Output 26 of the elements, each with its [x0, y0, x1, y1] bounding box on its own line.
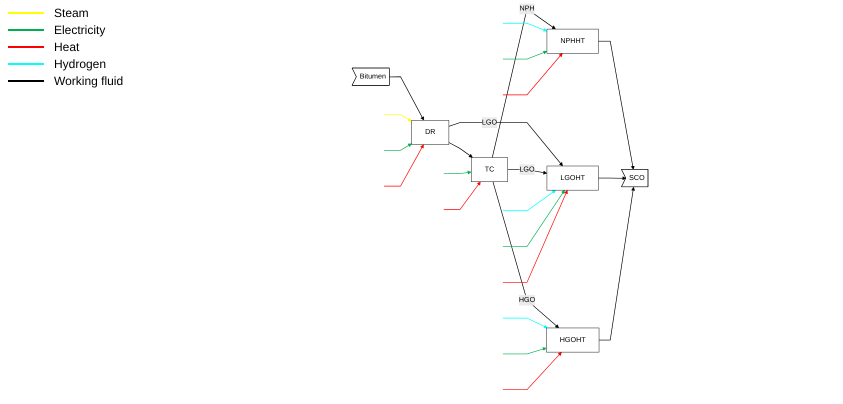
legend-label: Hydrogen: [54, 56, 106, 70]
arrow: [448, 142, 473, 158]
arrow: [598, 176, 626, 180]
arrow: [443, 170, 472, 174]
arrow: [502, 190, 565, 247]
arrow: [384, 144, 424, 186]
arrow: [492, 181, 559, 328]
arrow: [502, 318, 548, 328]
arrow: [598, 40, 635, 170]
arrow: [502, 190, 568, 283]
arrow: [502, 352, 562, 390]
legend-label: Working fluid: [54, 74, 124, 88]
arrow: [502, 347, 547, 354]
arrow: [389, 76, 424, 121]
arrow: [502, 50, 548, 60]
legend-label: Electricity: [54, 22, 106, 36]
arrow: [384, 114, 412, 122]
arrow: [502, 190, 556, 212]
legend-label: Steam: [54, 6, 89, 20]
arrow: [384, 143, 412, 151]
arrow: [448, 122, 563, 166]
legend-label: Heat: [54, 40, 80, 54]
arrow: [502, 22, 548, 32]
arrow: [443, 181, 481, 210]
arrow: [502, 53, 563, 96]
arrow: [598, 186, 636, 340]
